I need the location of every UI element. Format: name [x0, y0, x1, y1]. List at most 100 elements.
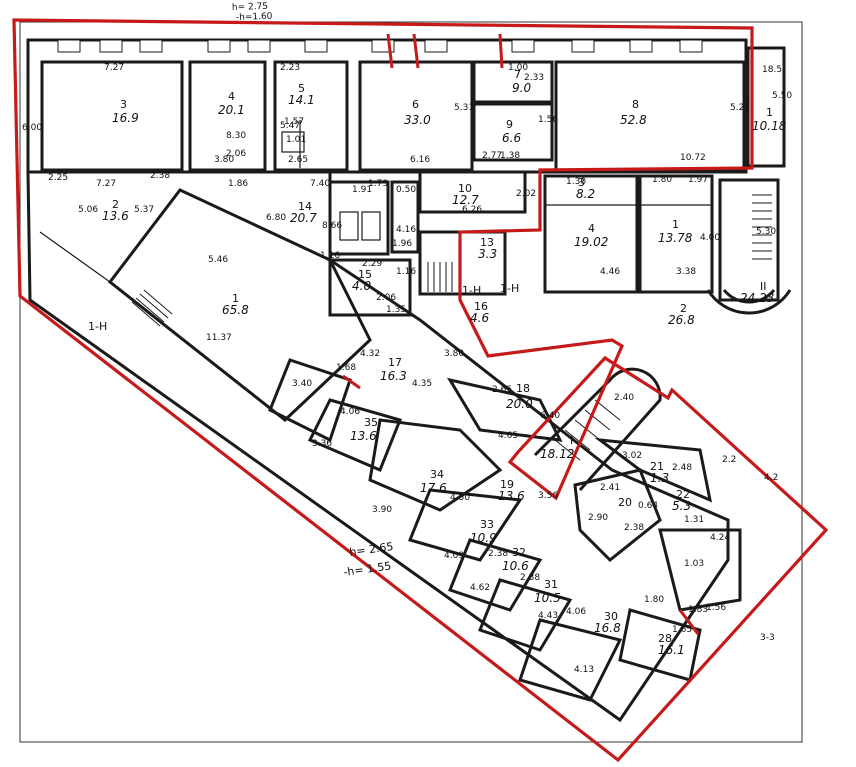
room-number: 30 — [604, 610, 618, 623]
dimension-label: 2.90 — [588, 513, 608, 523]
room-area: 26.8 — [668, 313, 695, 327]
room-area: 10.5 — [534, 591, 561, 605]
room-number: 6 — [412, 98, 419, 111]
room-area: 33.0 — [404, 113, 431, 127]
dimension-label: 4.43 — [538, 611, 558, 621]
dimension-label: 1.65 — [672, 625, 692, 635]
dimension-label: 4.35 — [412, 379, 432, 389]
dimension-label: 4.06 — [340, 407, 360, 417]
dimension-label: 4.2 — [764, 473, 778, 483]
dimension-label: 3.36 — [312, 439, 332, 449]
dimension-label: 8.66 — [322, 221, 342, 231]
dimension-label: 1.97 — [688, 175, 708, 185]
room-area: 20.7 — [290, 211, 317, 225]
dimension-label: 3.02 — [622, 451, 642, 461]
dimension-label: 4.00 — [700, 233, 720, 243]
height-label-bottom-2: -h= 1.55 — [343, 559, 392, 579]
room-number: 21 — [650, 460, 664, 473]
room-area: 4.0 — [352, 279, 371, 293]
outline-ticks — [342, 33, 700, 635]
room-number: 28 — [658, 632, 672, 645]
dimension-label: 3.56 — [538, 491, 558, 501]
room-number: 4 — [588, 222, 595, 235]
room-area: 20.0 — [506, 397, 533, 411]
dimension-label: 1.91 — [352, 185, 372, 195]
room-number: 32 — [512, 546, 526, 559]
dimension-label: 1.83 — [688, 605, 708, 615]
room-number: 4 — [228, 90, 235, 103]
dimension-label: 18.5 — [762, 65, 782, 75]
room-number: 3 — [120, 98, 127, 111]
dimension-label: 4.50 — [450, 493, 470, 503]
room-number: 15 — [358, 268, 372, 281]
dimension-label: 1.80 — [644, 595, 664, 605]
room-area: 12.7 — [452, 193, 479, 207]
room-number: 18 — [516, 382, 530, 395]
room-area: 5.3 — [672, 499, 691, 513]
dimension-label: 2.06 — [226, 149, 246, 159]
room-number: 22 — [676, 488, 690, 501]
dimension-label: 2.38 — [520, 573, 540, 583]
sheet-frame — [19, 21, 803, 743]
dimension-label: 2.48 — [672, 463, 692, 473]
room-number: 17 — [388, 356, 402, 369]
dimension-label: 3.38 — [676, 267, 696, 277]
room-area: 10.6 — [502, 559, 529, 573]
room-area: 16.8 — [594, 621, 621, 635]
dimension-label: 6.00 — [22, 123, 42, 133]
room-area: 17.6 — [420, 481, 447, 495]
dimension-label: 2.33 — [524, 73, 544, 83]
room-area: 6.6 — [502, 131, 521, 145]
room-area: 9.0 — [512, 81, 531, 95]
dimension-label: 7.27 — [96, 179, 116, 189]
dimension-label: 1.35 — [386, 305, 406, 315]
room-number: 20 — [618, 496, 632, 509]
room-number: 8 — [632, 98, 639, 111]
dimension-label: 4.62 — [470, 583, 490, 593]
room-number: 2 — [680, 302, 687, 315]
room-number: 1 — [766, 106, 773, 119]
room-labels: 3 16.9 4 20.1 5 14.1 6 33.0 7 9.0 8 52.8… — [102, 68, 787, 657]
room-area: 18.12 — [540, 447, 574, 461]
height-label-bottom: h= 2.65 — [349, 540, 395, 559]
dimension-label: 2.29 — [362, 259, 382, 269]
dimension-label: 5.50 — [772, 91, 792, 101]
room-area: 13.78 — [658, 231, 693, 245]
room-area: 1.3 — [650, 471, 669, 485]
dimension-label: 5.37 — [134, 205, 154, 215]
room-number: I — [570, 434, 573, 447]
room-area: 52.8 — [620, 113, 647, 127]
dimension-label: 1.38 — [500, 151, 520, 161]
room-number: 13 — [480, 236, 494, 249]
room-number: 19 — [500, 478, 514, 491]
dimension-label: 1.68 — [336, 363, 356, 373]
room-number: 3 — [578, 176, 585, 189]
dimension-label: 6.80 — [266, 213, 286, 223]
room-area: 16.3 — [380, 369, 407, 383]
room-area: 8.2 — [576, 187, 595, 201]
dimension-label: 1.56 — [706, 603, 726, 613]
dimension-label: 1.16 — [396, 267, 416, 277]
room-area: 19.02 — [574, 235, 608, 249]
dimension-label: 0.64 — [638, 501, 658, 511]
dimension-label: 1.00 — [508, 63, 528, 73]
dimension-label: 5.47 — [280, 121, 300, 131]
dimension-label: 2.2 — [722, 455, 736, 465]
dimension-label: 2.23 — [280, 63, 300, 73]
dimension-label: 5.31 — [454, 103, 474, 113]
dimension-label: 4.65 — [498, 431, 518, 441]
dimension-label: 3.80 — [214, 155, 234, 165]
dimension-label: 7.40 — [310, 179, 330, 189]
dimension-label: 2.77 — [482, 151, 502, 161]
dimension-label: 5.27 — [730, 103, 750, 113]
dimension-label: 2.06 — [376, 293, 396, 303]
dimension-label: 1.86 — [228, 179, 248, 189]
dimension-label: 11.37 — [206, 333, 232, 343]
dimension-label: 0.50 — [396, 185, 416, 195]
room-area: 16.1 — [658, 643, 685, 657]
dimension-label: 4.16 — [396, 225, 416, 235]
axis-label: 1-H — [88, 320, 107, 333]
dimension-label: 6.40 — [540, 411, 560, 421]
